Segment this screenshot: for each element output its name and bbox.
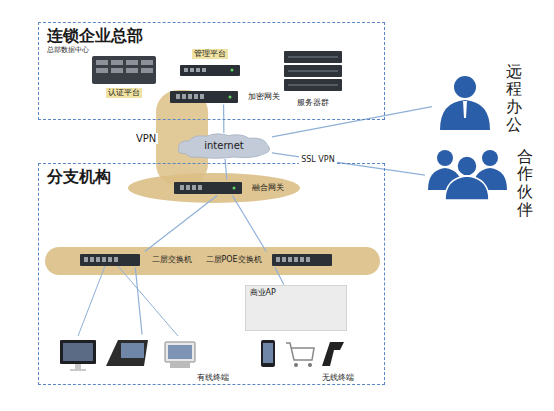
- connector: [272, 107, 432, 137]
- partners: 合作伙伴: [425, 140, 533, 226]
- wireless-terminals: [261, 340, 344, 367]
- hq-region: 认证平台 管理平台加密网关服务器群 连锁企业总部总部数据中心: [38, 22, 385, 120]
- node-sublabel: 总部数据中心: [47, 46, 376, 55]
- connector: [232, 196, 266, 252]
- fusion-gateway: 融合网关: [172, 180, 284, 196]
- node-label: 远程办公: [506, 63, 522, 133]
- fusion-gateway-device: [174, 182, 242, 194]
- poe-switch: 二层POE交换机: [206, 252, 337, 268]
- mgmt-platform: 管理平台: [176, 49, 244, 79]
- node-label: 管理平台: [192, 49, 228, 59]
- wireless-terminals: 无线终端: [250, 335, 360, 383]
- remote-worker-icon: [440, 76, 490, 130]
- node-label: internet: [204, 140, 244, 153]
- remote-office: 远程办公: [432, 60, 522, 136]
- vpn-gateway-device: [170, 91, 238, 103]
- edge-label: SSL VPN: [299, 155, 336, 164]
- fan-wires: [78, 266, 178, 336]
- vpn-gateway: 加密网关: [168, 89, 280, 105]
- node-label: 连锁企业总部: [47, 26, 376, 46]
- node-label: 二层交换机: [152, 255, 192, 265]
- branch-region: 融合网关二层交换机 二层POE交换机商业AP 有线终端 无线终端 分支机构: [38, 163, 385, 385]
- node-label: 商业AP: [250, 288, 342, 298]
- node-label: 认证平台: [106, 88, 142, 98]
- wired-terminals: 有线终端: [55, 335, 235, 383]
- auth-server: [92, 56, 156, 84]
- partner-group-icon: [428, 150, 507, 200]
- switch-ground: [45, 247, 380, 275]
- connector: [272, 153, 425, 175]
- node-label: 服务器群: [297, 98, 329, 108]
- node-label: 二层POE交换机: [206, 255, 262, 265]
- connector: [135, 268, 142, 335]
- l2-switch: [80, 254, 140, 266]
- node-label: 合作伙伴: [517, 148, 533, 218]
- mgmt-device: [180, 65, 240, 76]
- internet-cloud: internet: [176, 133, 272, 159]
- auth-platform: 认证平台: [88, 54, 160, 98]
- node-label: 融合网关: [252, 183, 284, 193]
- connector: [275, 268, 284, 285]
- poe-switch: [272, 254, 332, 266]
- server-cluster: 服务器群: [280, 50, 346, 108]
- tunnel-label: VPN: [134, 133, 158, 144]
- connector: [223, 105, 224, 134]
- connector: [145, 196, 217, 252]
- node-label: 分支机构: [47, 167, 376, 187]
- commercial-ap: 商业AP: [245, 285, 347, 331]
- server-cluster: [284, 51, 342, 91]
- node-label: 加密网关: [248, 92, 280, 102]
- wired-terminals: [60, 340, 195, 371]
- l2-switch: 二层交换机: [78, 252, 192, 268]
- node-label: 有线终端: [197, 373, 229, 383]
- node-label: 无线终端: [322, 373, 354, 383]
